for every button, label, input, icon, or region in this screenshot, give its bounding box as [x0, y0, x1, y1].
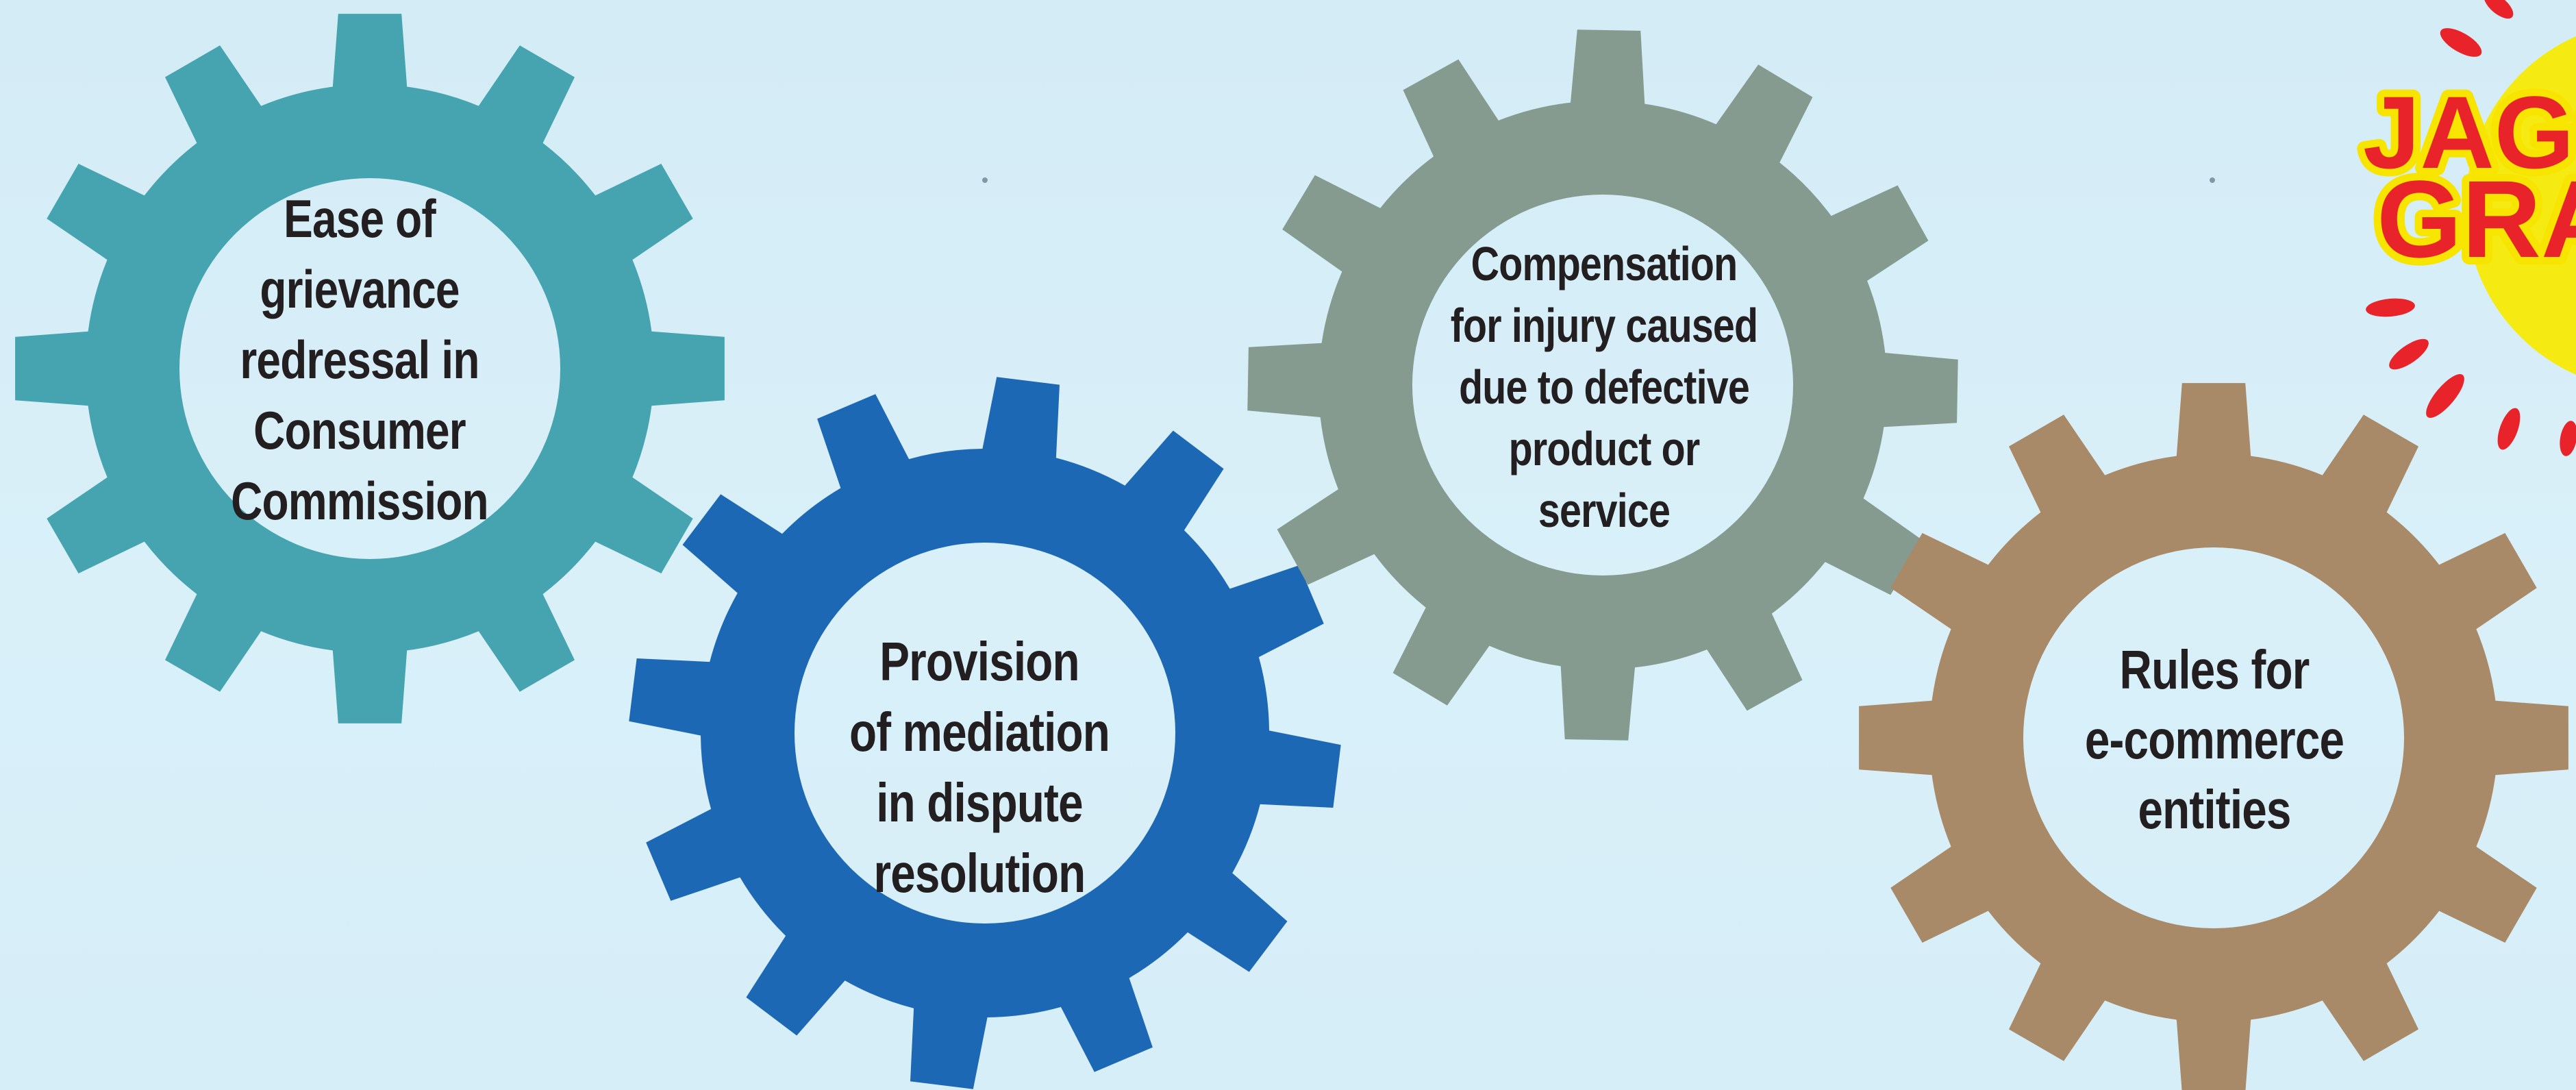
- gear-label-line: product or: [1508, 422, 1701, 475]
- gear-icon: [629, 377, 1341, 1089]
- gear-label-line: due to defective: [1459, 360, 1750, 414]
- gear-label-mediation: Provision of mediation in dispute resolu…: [831, 575, 1129, 959]
- gear-icon: [1859, 383, 2568, 1090]
- gear-label-line: redressal in: [240, 329, 479, 390]
- gear-label-line: entities: [2138, 779, 2291, 840]
- logo-text-jago: JAGO: [2363, 75, 2576, 190]
- sun-ray-icon: [2366, 298, 2415, 317]
- gear-label-ecommerce-rules: Rules for e-commerce entities: [2068, 603, 2360, 877]
- gear-label-line: for injury caused: [1450, 299, 1758, 352]
- gear-label-line: Ease of: [284, 188, 436, 249]
- logo-text-grahak: GRA: [2377, 158, 2576, 280]
- sun-ray-icon: [2389, 338, 2429, 370]
- gear-label-compensation: Compensation for injury caused due to de…: [1436, 230, 1773, 545]
- gear-label-line: Commission: [231, 470, 488, 531]
- sun-ray-icon: [2560, 421, 2576, 456]
- gear-label-line: Compensation: [1471, 237, 1738, 290]
- gears-group: [15, 14, 2568, 1090]
- gear-label-line: Provision: [879, 631, 1079, 692]
- sun-ray-icon: [2426, 374, 2464, 418]
- gear-label-line: of mediation: [849, 702, 1110, 763]
- decorative-dot: [2210, 177, 2215, 183]
- gear-label-line: e-commerce: [2084, 709, 2344, 770]
- gear-label-grievance-redressal: Ease of grievance redressal in Consumer …: [214, 175, 505, 545]
- gear-label-line: Rules for: [2119, 639, 2310, 700]
- jago-grahak-logo: JAGO GRA: [2355, 0, 2576, 456]
- decorative-dot: [982, 177, 988, 183]
- sun-ray-icon: [2440, 28, 2482, 57]
- sun-ray-icon: [2497, 408, 2521, 450]
- gear-label-line: service: [1538, 484, 1671, 537]
- gear-label-line: grievance: [260, 258, 460, 319]
- sun-rays: [2366, 0, 2576, 456]
- gear-label-line: in dispute: [876, 772, 1083, 833]
- gear-label-line: resolution: [873, 843, 1086, 904]
- gear-icon: [1247, 29, 1958, 741]
- sun-icon: [2466, 36, 2576, 375]
- sun-ray-icon: [2484, 0, 2514, 19]
- gear-label-line: Consumer: [253, 399, 466, 460]
- gear-icon: [15, 14, 725, 723]
